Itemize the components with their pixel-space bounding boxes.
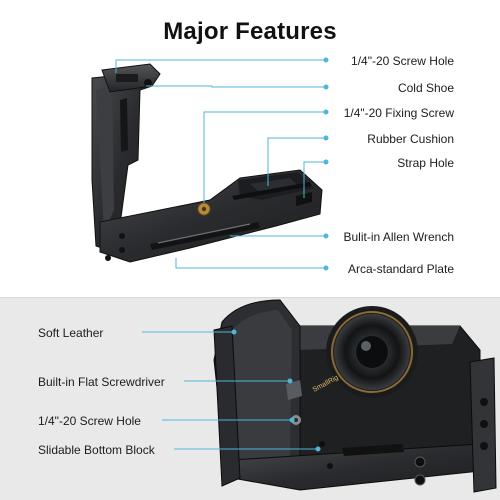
panel-divider [0,297,500,298]
feature-label-screw-hole-bottom: 1/4"-20 Screw Hole [38,414,141,428]
feature-label-cold-shoe: Cold Shoe [397,81,454,95]
top-panel [0,0,500,298]
l-bracket [91,63,323,263]
page-title: Major Features [163,18,337,45]
feature-label-arca-plate: Arca-standard Plate [347,262,454,276]
feature-label-bottom-block: Slidable Bottom Block [38,443,155,457]
feature-label-rubber-cushion: Rubber Cushion [367,132,454,146]
bottom-leader-lines [142,331,318,450]
feature-label-screw-hole-top: 1/4"-20 Screw Hole [351,54,454,68]
caged-camera [213,299,497,493]
feature-label-flat-screwdriver: Built-in Flat Screwdriver [38,375,165,389]
feature-label-strap-hole: Strap Hole [397,156,454,170]
top-leader-dots [323,57,329,271]
bottom-leader-dots [231,329,321,452]
top-leader-lines [115,59,326,269]
feature-label-allen-wrench: Bulit-in Allen Wrench [343,230,455,244]
feature-label-soft-leather: Soft Leather [38,326,104,340]
feature-label-fixing-screw: 1/4"-20 Fixing Screw [343,106,454,120]
